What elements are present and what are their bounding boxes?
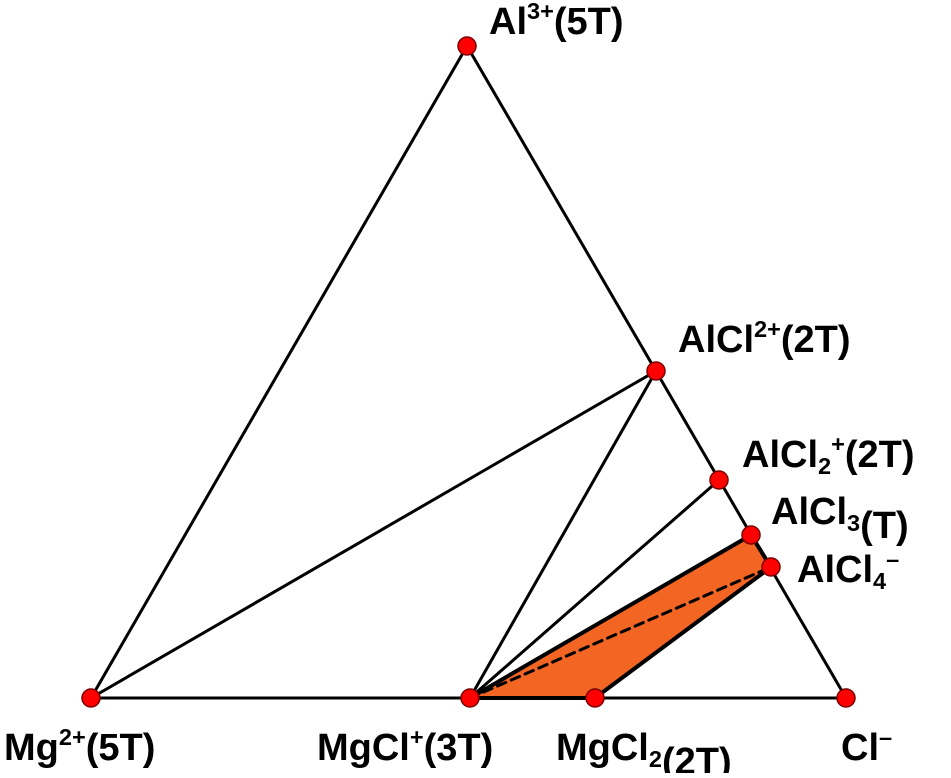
label-al3: Al3+(5T) [489, 0, 624, 43]
label-mgcl-suffix: (3T) [424, 727, 494, 769]
edge-mgcl-alcl2 [468, 478, 721, 700]
label-alcl3-suffix: (T) [860, 505, 909, 547]
node-alcl2plus [646, 361, 666, 381]
label-alcl2plus-suffix: (2T) [781, 319, 851, 361]
label-mgcl-sup: + [410, 724, 424, 750]
node-cl [836, 688, 856, 708]
label-alcl4: AlCl4– [797, 546, 899, 594]
edge-mg2-alcl2plus [89, 369, 658, 700]
edge-mgcl-alcl4 [468, 565, 773, 700]
label-cl: Cl– [841, 724, 892, 769]
label-alcl2: AlCl2+(2T) [742, 431, 915, 479]
node-alcl2 [709, 470, 729, 490]
label-alcl2-suffix: (2T) [845, 434, 915, 476]
label-alcl2plus-base: AlCl [678, 319, 754, 361]
label-mg2-base: Mg [4, 727, 59, 769]
label-mgcl2: MgCl2(2T) [556, 727, 732, 773]
label-alcl3-base: AlCl [771, 491, 847, 533]
label-mgcl-base: MgCl [317, 727, 410, 769]
label-alcl4-sup: – [886, 546, 899, 572]
node-alcl3 [741, 525, 761, 545]
label-alcl4-base: AlCl [797, 549, 873, 591]
label-alcl2-base: AlCl [742, 434, 818, 476]
label-al3-suffix: (5T) [554, 1, 624, 43]
label-alcl2-sub: 2 [818, 453, 831, 479]
node-mgcl [460, 688, 480, 708]
label-alcl4-sub: 4 [873, 568, 886, 594]
node-alcl4 [761, 557, 781, 577]
edge-mgcl-alcl3 [468, 533, 753, 700]
label-alcl3-sub: 3 [847, 510, 860, 536]
label-mgcl2-suffix: (2T) [662, 741, 732, 773]
node-al3 [457, 36, 477, 56]
node-mg2 [81, 688, 101, 708]
label-cl-base: Cl [841, 727, 879, 769]
label-alcl2-sup: + [831, 431, 845, 457]
label-mg2-suffix: (5T) [86, 727, 156, 769]
label-mgcl: MgCl+(3T) [317, 724, 493, 769]
label-alcl2plus: AlCl2+(2T) [678, 316, 851, 361]
label-mgcl2-base: MgCl [556, 727, 649, 769]
node-mgcl2 [585, 688, 605, 708]
label-al3-base: Al [489, 1, 527, 43]
edge-mgcl-alcl2plus [468, 369, 658, 700]
label-alcl3: AlCl3(T) [771, 491, 909, 547]
edge-mgcl2-alcl4 [593, 565, 773, 700]
label-alcl2plus-sup: 2+ [754, 316, 781, 342]
edge-al3-mg2 [89, 44, 469, 700]
label-mgcl2-sub: 2 [649, 746, 662, 772]
label-cl-sup: – [879, 724, 892, 750]
label-al3-sup: 3+ [527, 0, 554, 24]
label-mg2: Mg2+(5T) [4, 724, 155, 769]
label-mg2-sup: 2+ [59, 724, 86, 750]
